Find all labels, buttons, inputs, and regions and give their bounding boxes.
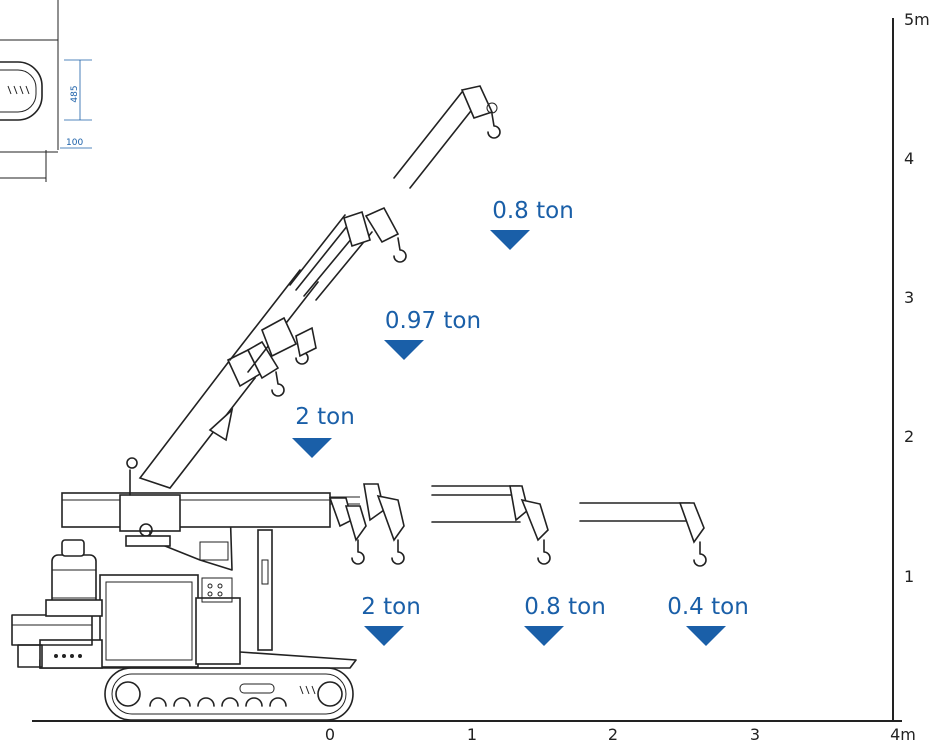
load-marker	[384, 340, 424, 360]
x-tick-label: 2	[608, 725, 618, 744]
load-marker	[364, 626, 404, 646]
x-tick-label: 3	[750, 725, 760, 744]
y-tick-label: 5m	[904, 10, 930, 29]
crane-body	[11, 504, 357, 669]
crawler-track	[104, 667, 354, 721]
track-detail-inset: 485 100	[0, 0, 92, 182]
load-marker	[490, 230, 530, 250]
load-label: 0.97 ton	[385, 308, 481, 334]
y-tick-label: 1	[904, 567, 914, 586]
load-marker	[292, 438, 332, 458]
y-tick-label: 4	[904, 149, 914, 168]
load-marker	[686, 626, 726, 646]
y-tick-label: 2	[904, 427, 914, 446]
y-tick-label: 3	[904, 288, 914, 307]
load-label: 0.8 ton	[524, 594, 606, 620]
load-marker	[524, 626, 564, 646]
boom-horizontal	[61, 457, 691, 547]
axes: 0 1 2 3 4m 1 2 3 4 5m	[32, 10, 930, 744]
load-label: 2 ton	[361, 594, 421, 620]
dimension-offset-label: 100	[66, 138, 83, 148]
load-label: 0.4 ton	[667, 594, 749, 620]
load-label: 2 ton	[295, 404, 355, 430]
x-tick-label: 0	[325, 725, 335, 744]
x-tick-label: 4m	[890, 725, 916, 744]
load-label: 0.8 ton	[492, 198, 574, 224]
dimension-height-label: 485	[70, 85, 80, 102]
x-tick-label: 1	[467, 725, 477, 744]
boom-inclined	[138, 85, 501, 489]
hook-heads-horizontal	[328, 483, 707, 567]
load-markers: 0.8 ton 0.97 ton 2 ton 2 ton 0.8 ton 0.4…	[292, 198, 749, 646]
